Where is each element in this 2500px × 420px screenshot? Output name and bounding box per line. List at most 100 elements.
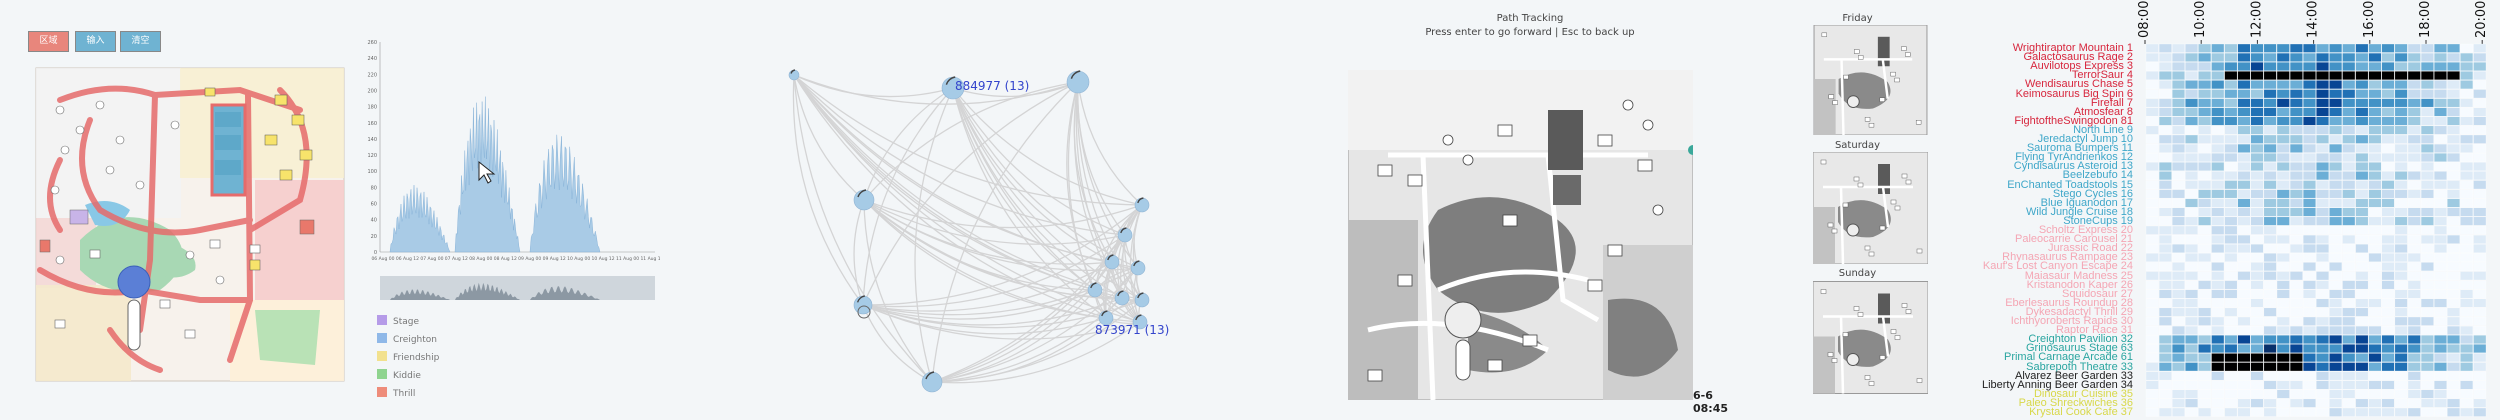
heatmap-cell <box>2145 71 2159 80</box>
attraction-name[interactable]: Dinosaur Cuisine 35 <box>2033 387 2133 400</box>
attraction-name[interactable]: Stego Cycles 16 <box>2052 187 2133 200</box>
attraction-name[interactable]: Rhynasaurus Rampage 23 <box>2002 251 2133 264</box>
attraction-name[interactable]: Paleocarrie Carousel 21 <box>2014 233 2133 246</box>
legend-item-stage[interactable]: Stage <box>377 315 419 327</box>
attraction-name[interactable]: Jurassic Road 22 <box>2048 242 2133 255</box>
attraction-name[interactable]: Firefall 7 <box>2090 96 2133 109</box>
heatmap-cell <box>2473 316 2487 326</box>
heatmap-cell <box>2447 353 2460 363</box>
graph-node[interactable] <box>1130 260 1146 276</box>
heatmap-cell <box>2355 307 2369 317</box>
park-map <box>35 67 345 382</box>
day-thumb-sunday[interactable] <box>1812 280 1929 395</box>
attraction-name[interactable]: Auvilotops Express 3 <box>2030 60 2133 73</box>
attraction-name[interactable]: Kauf's Lost Canyon Escape 24 <box>1982 260 2133 273</box>
heatmap-cell <box>2434 89 2447 99</box>
legend-item-friendship[interactable]: Friendship <box>377 351 439 363</box>
attraction-name[interactable]: Dykesadactyl Thrill 29 <box>2025 305 2133 318</box>
attraction-name[interactable]: Kristanodon Kaper 26 <box>2026 278 2133 291</box>
graph-node[interactable] <box>1087 282 1103 298</box>
attraction-name[interactable]: Cyndisaurus Asteroid 13 <box>2013 160 2133 173</box>
heatmap-cell <box>2263 407 2277 417</box>
attraction-name[interactable]: TerrorSaur 4 <box>2071 69 2133 82</box>
selected-node-ring <box>857 305 871 319</box>
heatmap-cell <box>2158 253 2172 262</box>
attraction-name[interactable]: Maiasaur Madness 25 <box>2024 269 2133 282</box>
heatmap-cell <box>2473 234 2487 244</box>
heatmap-cell <box>2145 43 2159 53</box>
graph-node[interactable] <box>1134 197 1150 213</box>
heatmap-cell <box>2237 371 2251 381</box>
attraction-name[interactable]: Sauroma Bumpers 11 <box>2026 142 2133 155</box>
graph-node[interactable] <box>853 189 875 211</box>
graph-node[interactable] <box>1114 290 1130 306</box>
attraction-name[interactable]: Creighton Pavilion 32 <box>2028 333 2133 346</box>
attraction-name[interactable]: Blue Iguanodon 17 <box>2040 196 2133 209</box>
attraction-name[interactable]: Eberlesaurus Roundup 28 <box>2005 296 2133 309</box>
heatmap-cell <box>2460 116 2474 126</box>
tracking-map[interactable] <box>1348 70 1693 400</box>
graph-node[interactable] <box>1117 227 1133 243</box>
heatmap-cell <box>2276 98 2290 108</box>
day-thumb-friday[interactable] <box>1813 24 1928 136</box>
graph-edge <box>931 321 1141 384</box>
attraction-name[interactable]: Jeredactyl Jump 10 <box>2037 133 2133 145</box>
heatmap-cell <box>2224 389 2238 399</box>
heatmap-cell <box>2250 98 2264 108</box>
heatmap-cell <box>2263 298 2277 308</box>
heatmap-cell <box>2316 89 2329 99</box>
heatmap-cell <box>2185 371 2198 381</box>
attraction-name[interactable]: Keimosaurus Big Spin 6 <box>2015 87 2133 100</box>
legend-item-creighton[interactable]: Creighton <box>377 333 437 345</box>
attraction-name[interactable]: Flying TyrAndrienkos 12 <box>2015 151 2133 164</box>
heatmap-cell <box>2355 262 2369 272</box>
attraction-name[interactable]: Alvarez Beer Garden 33 <box>2014 369 2133 382</box>
attraction-name[interactable]: Galactosaurus Rage 2 <box>2023 51 2133 64</box>
input-button[interactable]: 输入 <box>75 31 116 52</box>
attraction-name[interactable]: Ichthyoroberts Rapids 30 <box>2010 315 2133 327</box>
attraction-name[interactable]: Grinosaurus Stage 63 <box>2025 342 2133 355</box>
legend-item-thrill[interactable]: Thrill <box>377 387 415 399</box>
network-graph[interactable] <box>760 0 1180 420</box>
legend-item-kiddie[interactable]: Kiddie <box>377 369 421 381</box>
attraction-name[interactable]: Liberty Anning Beer Garden 34 <box>1981 378 2133 391</box>
attraction-name[interactable]: Paleo Shreckwiches 36 <box>2018 396 2133 409</box>
attraction-name[interactable]: EnChanted Toadstools 15 <box>2007 178 2133 191</box>
graph-node[interactable] <box>1134 292 1150 308</box>
graph-node[interactable] <box>1104 254 1120 270</box>
graph-node[interactable] <box>921 371 943 393</box>
region-button[interactable]: 区域 <box>28 31 69 52</box>
attraction-name[interactable]: Squidosaur 27 <box>2062 287 2133 300</box>
heatmap-cell <box>2434 289 2447 299</box>
attraction-name[interactable]: Raptor Race 31 <box>2055 324 2133 337</box>
day-thumb-saturday[interactable] <box>1812 151 1929 265</box>
graph-node[interactable] <box>788 69 800 81</box>
attraction-name[interactable]: Wrightiraptor Mountain 1 <box>2012 42 2133 54</box>
heatmap-cell <box>2198 143 2212 153</box>
attraction-name[interactable]: Atmosfear 8 <box>2073 105 2133 118</box>
node-arc-marker <box>1133 260 1140 267</box>
attraction-name[interactable]: StoneCups 19 <box>2063 214 2133 227</box>
attraction-name[interactable]: Scholtz Express 20 <box>2038 224 2133 236</box>
attraction-name[interactable]: North Line 9 <box>2073 123 2133 136</box>
attraction-name[interactable]: Sabrepoth Theatre 33 <box>2026 360 2133 373</box>
attraction-name[interactable]: Wild Jungle Cruise 18 <box>2026 205 2133 218</box>
attraction-name[interactable]: Beelzebufo 14 <box>2062 169 2133 182</box>
heatmap-cell <box>2303 216 2316 226</box>
heatmap-cell <box>2224 271 2238 281</box>
heatmap-cell <box>2329 280 2343 290</box>
heatmap-cell <box>2158 325 2172 335</box>
heatmap-cell <box>2276 380 2290 390</box>
attraction-name[interactable]: FightoftheSwingodon 81 <box>2014 114 2133 127</box>
heatmap-cell <box>2329 143 2343 153</box>
attraction-name[interactable]: Primal Carnage Arcade 61 <box>2003 351 2133 364</box>
attraction-name[interactable]: Wendisaurus Chase 5 <box>2024 78 2133 91</box>
heatmap-cell <box>2211 389 2225 399</box>
graph-node[interactable] <box>1066 70 1090 94</box>
heatmap-cell <box>2158 216 2172 226</box>
attraction-name[interactable]: Krystal Cook Cafe 37 <box>2029 406 2133 418</box>
graph-node[interactable] <box>853 295 873 315</box>
clear-button[interactable]: 清空 <box>120 31 161 52</box>
